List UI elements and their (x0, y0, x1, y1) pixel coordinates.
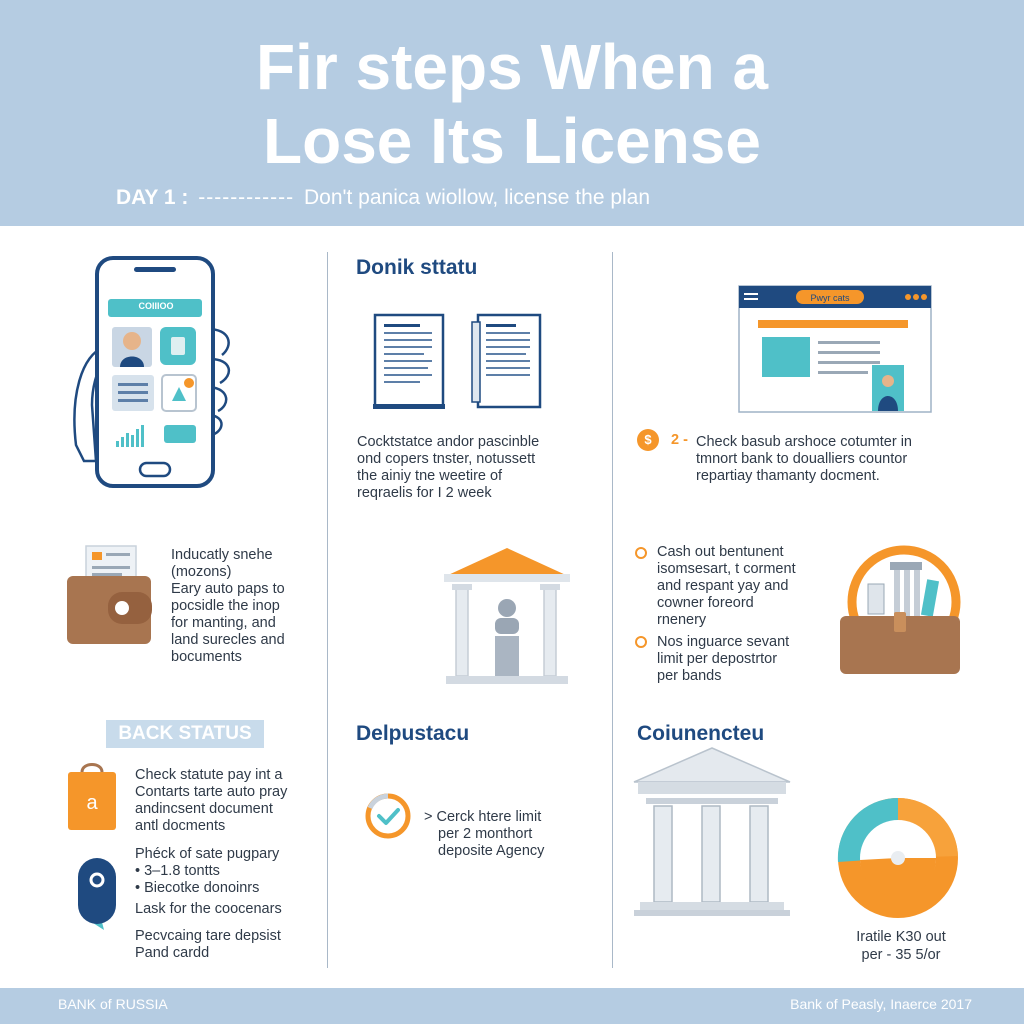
text-line: Phéck of sate pugpary (135, 846, 280, 862)
wallet-icon (67, 545, 152, 644)
col2-block1-text: Cocktstatce andor pascinble ond copers t… (357, 434, 539, 502)
footer-bar (0, 988, 1024, 1024)
text-line: Nos inguarce sevant (657, 634, 790, 650)
text-line: > Cerck htere limit (424, 809, 542, 825)
text-line: per - 35 5/or (861, 947, 941, 963)
col1-block2-text: Check statute pay int a Contarts tarte a… (135, 767, 287, 835)
text-line: tmnort bank to doualliers countor (696, 451, 908, 467)
footer-right-text: Bank of Peasly, Inaerce 2017 (790, 996, 972, 1012)
text-line: Iratile K30 out (856, 929, 946, 945)
col1-block3-text: Phéck of sate pugpary • 3–1.8 tontts • B… (135, 846, 282, 918)
phone-top-bar-text: COIIIOO (138, 301, 174, 311)
text-line: Cocktstatce andor pascinble (357, 434, 540, 450)
text-line: the ainiy tne weetire of (357, 468, 503, 484)
text-line: (mozons) (171, 564, 232, 580)
check-circle-icon (365, 793, 411, 839)
chart-caption: Iratile K30 out per - 35 5/or (826, 928, 976, 964)
text-line: and respant yay and (657, 578, 789, 594)
col1-block1-text: Inducatly snehe (mozons) Eary auto paps … (171, 547, 285, 666)
dollar-icon: $ (637, 429, 659, 451)
text-line: pocsidle the inop (171, 598, 280, 614)
text-line: per bands (657, 668, 722, 684)
shopping-bag-icon: a (68, 763, 116, 830)
browser-window-illustration (738, 285, 932, 413)
back-status-badge: BACK STATUS (106, 720, 264, 748)
text-line: Pecvcaing tare depsist (135, 928, 281, 944)
text-line: Lask for the coocenars (135, 901, 282, 917)
page-title-line-2: Lose Its License (263, 105, 761, 177)
text-line: Check basub arshoce cotumter in (696, 434, 912, 450)
text-line: andincsent document (135, 801, 273, 817)
text-line: for manting, and (171, 615, 276, 631)
day-label: DAY 1 : (116, 186, 189, 209)
text-line: per 2 monthort (438, 826, 533, 842)
text-line: • Biecotke donoinrs (135, 880, 260, 896)
text-line: Cash out bentunent (657, 544, 784, 560)
footer-left-text: BANK of RUSSIA (58, 996, 168, 1012)
bullet-ring-icon (635, 547, 647, 559)
day-text: Don't panica wiollow, license the plan (303, 186, 651, 209)
header-banner (0, 0, 1024, 226)
column-divider-1 (327, 252, 328, 968)
column-divider-2 (612, 252, 613, 968)
bank-columns-icon (633, 747, 791, 916)
text-line: deposite Agency (438, 843, 545, 859)
text-line: repartiay thamanty docment. (696, 468, 880, 484)
col3-block1-text: Check basub arshoce cotumter in tmnort b… (696, 434, 912, 485)
col2-heading-2: Delpustacu (356, 722, 470, 745)
text-line: Contarts tarte auto pray (135, 784, 288, 800)
text-line: antl docments (135, 818, 226, 834)
text-line: ond copers tnster, notussett (357, 451, 536, 467)
text-line: limit per depostrtor (657, 651, 778, 667)
svg-text:a: a (86, 792, 98, 814)
text-line: Check statute pay int a (135, 767, 283, 783)
col3-block2-text: Cash out bentunent isomsesart, t corment… (657, 544, 796, 629)
col2-heading-1: Donik sttatu (356, 256, 478, 279)
text-line: land surecles and (171, 632, 285, 648)
text-line: • 3–1.8 tontts (135, 863, 220, 879)
text-line: Pand cardd (135, 945, 210, 961)
col3-heading: Coiunencteu (637, 722, 765, 745)
col3-block3-text: Nos inguarce sevant limit per depostrtor… (657, 634, 789, 685)
documents-illustration (373, 313, 542, 409)
text-line: bocuments (171, 649, 242, 665)
page-title-line-1: Fir steps When a (255, 31, 769, 103)
browser-label: Pwyr cats (810, 293, 850, 303)
bank-building-icon (444, 548, 570, 684)
text-line: cowner foreord (657, 595, 754, 611)
col1-block4-text: Pecvcaing tare depsist Pand cardd (135, 928, 281, 962)
pie-chart-icon (837, 797, 958, 918)
text-line: reqraelis for I 2 week (357, 485, 492, 501)
location-tag-icon (78, 858, 116, 930)
bullet-ring-icon (635, 636, 647, 648)
text-line: Eary auto paps to (171, 581, 285, 597)
text-line: Inducatly snehe (171, 547, 273, 563)
text-line: rnenery (657, 612, 707, 628)
col2-block2-text: > Cerck htere limit per 2 monthort depos… (424, 809, 544, 860)
day-dashes: ------------ (198, 186, 295, 209)
text-line: isomsesart, t corment (657, 561, 796, 577)
step-number: 2 - (671, 432, 688, 448)
wallet-bank-icon (840, 545, 961, 674)
day-banner: DAY 1 : ------------ Don't panica wiollo… (116, 186, 650, 210)
smartphone-illustration (73, 256, 231, 488)
